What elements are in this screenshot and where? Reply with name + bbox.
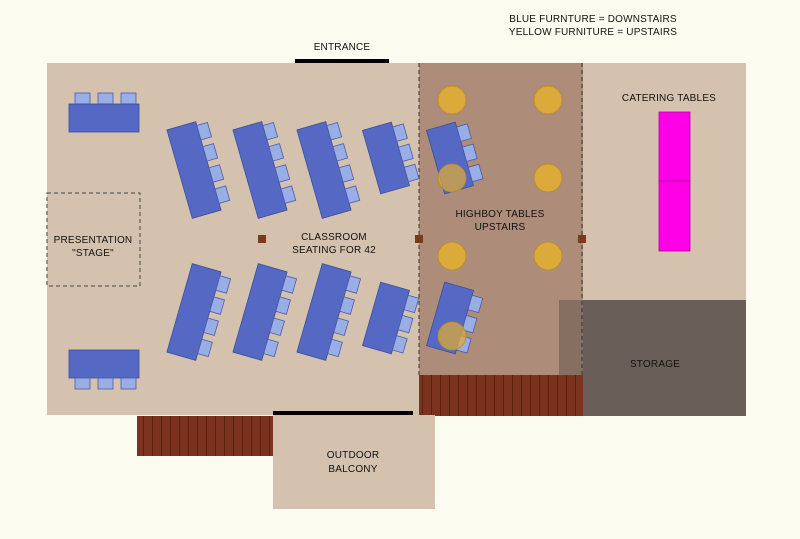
catering-table bbox=[658, 111, 691, 182]
classroom-table-group bbox=[232, 121, 297, 219]
chair bbox=[281, 275, 298, 294]
chair bbox=[403, 294, 420, 314]
chair bbox=[203, 317, 219, 337]
stage-label-line-2: "STAGE" bbox=[72, 248, 114, 259]
chair bbox=[456, 123, 472, 142]
chair bbox=[215, 275, 232, 294]
chair bbox=[269, 317, 285, 337]
highboy-table bbox=[533, 163, 563, 193]
chair bbox=[274, 164, 291, 183]
chair bbox=[280, 185, 297, 204]
catering-label: CATERING TABLES bbox=[622, 93, 716, 104]
entrance-label: ENTRANCE bbox=[314, 42, 371, 53]
balcony-label-line-1: OUTDOOR bbox=[327, 450, 380, 461]
table bbox=[68, 349, 140, 379]
post bbox=[415, 235, 423, 243]
chair bbox=[208, 164, 225, 183]
storage-label: STORAGE bbox=[630, 359, 680, 370]
chair bbox=[392, 123, 408, 142]
chair bbox=[467, 294, 484, 314]
table bbox=[166, 263, 222, 361]
highboy-label-line-2: UPSTAIRS bbox=[475, 222, 526, 233]
table bbox=[232, 121, 288, 219]
chair bbox=[467, 163, 484, 183]
classroom-table-group bbox=[232, 263, 298, 361]
legend-line-2: YELLOW FURNITURE = UPSTAIRS bbox=[509, 27, 677, 38]
highboy-table bbox=[437, 85, 467, 115]
chair bbox=[97, 92, 114, 105]
classroom-table-group bbox=[296, 121, 361, 219]
stage-table-top bbox=[68, 92, 140, 133]
classroom-table-group bbox=[166, 263, 232, 361]
table bbox=[68, 103, 140, 133]
presentation-stage bbox=[46, 192, 141, 287]
chair bbox=[214, 185, 231, 204]
classroom-label-line-2: SEATING FOR 42 bbox=[292, 245, 376, 256]
chair bbox=[339, 296, 356, 315]
chair bbox=[263, 338, 279, 358]
chair bbox=[275, 296, 292, 315]
chair bbox=[344, 185, 361, 204]
highboy-table bbox=[533, 85, 563, 115]
chair bbox=[397, 143, 414, 163]
chair bbox=[461, 314, 478, 334]
chair bbox=[196, 121, 213, 141]
chair bbox=[338, 164, 355, 183]
chair bbox=[262, 121, 279, 141]
classroom-label-line-1: CLASSROOM bbox=[301, 232, 367, 243]
storage-room bbox=[583, 300, 746, 416]
chair bbox=[391, 335, 408, 354]
chair bbox=[327, 338, 343, 358]
post bbox=[578, 235, 586, 243]
chair bbox=[461, 143, 478, 163]
balcony-deck bbox=[137, 416, 273, 456]
highboy-label-line-1: HIGHBOY TABLES bbox=[456, 209, 545, 220]
chair bbox=[120, 92, 137, 105]
chair bbox=[197, 338, 213, 358]
chair bbox=[403, 163, 420, 183]
table bbox=[296, 263, 352, 361]
chair bbox=[74, 92, 91, 105]
chair bbox=[74, 377, 91, 390]
table bbox=[166, 121, 222, 219]
highboy-table bbox=[437, 241, 467, 271]
chair bbox=[333, 317, 349, 337]
outdoor-balcony bbox=[273, 415, 435, 509]
stage-table-bottom bbox=[68, 349, 140, 390]
catering-table bbox=[658, 180, 691, 252]
classroom-table-group bbox=[361, 121, 420, 195]
table bbox=[232, 263, 288, 361]
highboy-table bbox=[437, 163, 467, 193]
post bbox=[258, 235, 266, 243]
legend-line-1: BLUE FURNTURE = DOWNSTAIRS bbox=[509, 14, 677, 25]
highboy-table bbox=[437, 321, 467, 351]
stair-deck bbox=[418, 375, 583, 416]
balcony-door[interactable] bbox=[273, 411, 413, 415]
entrance-door[interactable] bbox=[295, 59, 389, 63]
chair bbox=[326, 121, 343, 141]
chair bbox=[97, 377, 114, 390]
chair bbox=[120, 377, 137, 390]
classroom-table-group bbox=[361, 281, 420, 355]
chair bbox=[332, 143, 349, 162]
storage-overlap bbox=[559, 300, 583, 375]
table bbox=[296, 121, 352, 219]
balcony-label-line-2: BALCONY bbox=[328, 464, 377, 475]
chair bbox=[397, 314, 414, 334]
stage-label-line-1: PRESENTATION bbox=[54, 235, 133, 246]
chair bbox=[268, 143, 285, 162]
highboy-table bbox=[533, 241, 563, 271]
chair bbox=[202, 143, 219, 162]
classroom-table-group bbox=[296, 263, 362, 361]
chair bbox=[345, 275, 362, 294]
classroom-table-group bbox=[166, 121, 231, 219]
chair bbox=[209, 296, 226, 315]
